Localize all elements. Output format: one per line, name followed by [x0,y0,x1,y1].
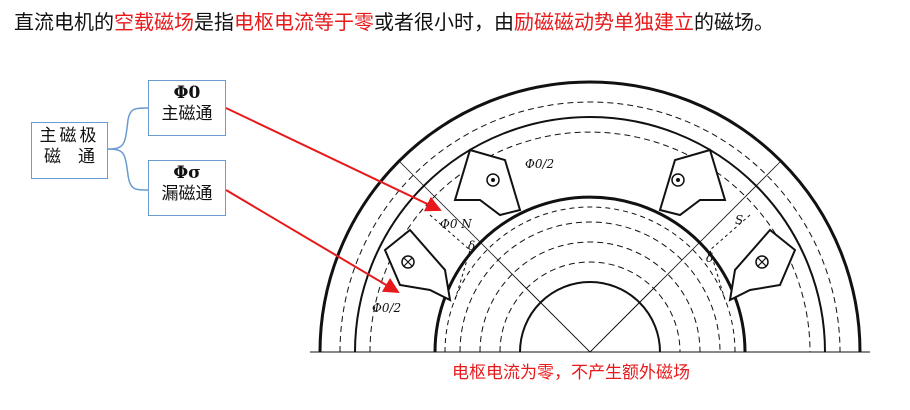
pole-s [658,148,727,217]
label-gap-left: δ [468,239,475,253]
root-label-line2: 磁 通 [44,147,95,167]
main-flux-label: 主磁通 [161,104,213,124]
pole-left [383,228,452,302]
title-text: 的磁场。 [694,10,774,34]
main-flux-box: Φ0 主磁通 [148,80,226,136]
pole-right [728,228,797,302]
leakage-flux-label: 漏磁通 [161,184,213,204]
title-text: 是指 [194,10,234,34]
title-highlight: 空载磁场 [114,10,194,34]
arrow-leak-flux [225,189,400,294]
caption: 电枢电流为零，不产生额外磁场 [452,363,690,383]
label-gap-right: δ [706,251,713,265]
title-text: 或者很小时，由 [374,10,514,34]
arrow-main-flux [225,107,442,212]
motor-cross-section [310,80,870,353]
label-north: Φ0 N [440,217,472,231]
root-label-line1: 主磁极 [39,126,100,146]
main-pole-flux-box: 主磁极 磁 通 [31,122,108,179]
leakage-flux-box: Φσ 漏磁通 [148,160,226,216]
leakage-flux-symbol: Φσ [173,163,201,183]
slide-title: 直流电机的空载磁场是指电枢电流等于零或者很小时，由励磁磁动势单独建立的磁场。 [14,6,774,35]
label-phi-half-left: Φ0/2 [372,301,401,315]
title-highlight: 电枢电流等于零 [234,10,374,34]
tree-connector [106,107,149,191]
title-text: 直流电机的 [14,10,114,34]
label-phi-half-top: Φ0/2 [525,157,554,171]
main-flux-symbol: Φ0 [173,83,201,103]
label-south: S [735,213,743,227]
title-highlight: 励磁磁动势单独建立 [514,10,694,34]
